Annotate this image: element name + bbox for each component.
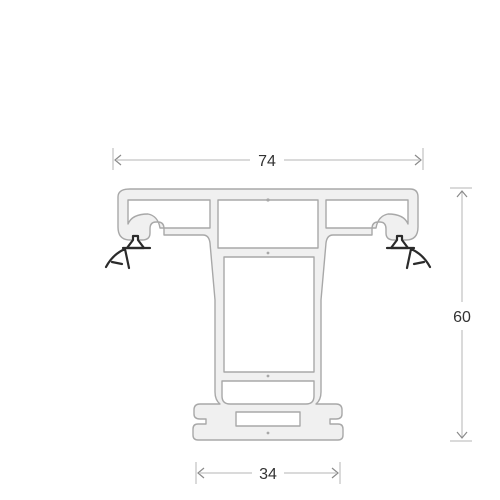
gasket-left-lip-icon bbox=[104, 246, 152, 270]
dimension-label-bottom-width: 34 bbox=[259, 466, 277, 483]
screw-port-middle-lower bbox=[266, 374, 270, 378]
t-profile-cross-section bbox=[117, 188, 419, 441]
dimension-height: 60 bbox=[450, 187, 472, 442]
gasket-right-lip-icon bbox=[385, 246, 432, 270]
screw-port-middle-upper bbox=[266, 251, 270, 255]
arrowhead-up-icon bbox=[456, 190, 468, 198]
dimension-label-height: 60 bbox=[453, 309, 471, 326]
screw-port-top bbox=[266, 198, 270, 202]
gasket-left bbox=[104, 234, 152, 270]
arrowhead-down-icon bbox=[456, 431, 468, 439]
arrowhead-right-icon bbox=[331, 467, 339, 479]
arrowhead-left-icon bbox=[197, 467, 205, 479]
dimension-top-width: 74 bbox=[112, 148, 424, 170]
arrowhead-right-icon bbox=[414, 154, 422, 166]
gasket-right bbox=[385, 234, 432, 270]
arrowhead-left-icon bbox=[114, 154, 122, 166]
screw-port-bottom bbox=[266, 431, 270, 435]
profile-outline bbox=[117, 188, 419, 441]
dimension-label-top-width: 74 bbox=[258, 153, 276, 170]
dimension-bottom-width: 34 bbox=[195, 462, 341, 484]
